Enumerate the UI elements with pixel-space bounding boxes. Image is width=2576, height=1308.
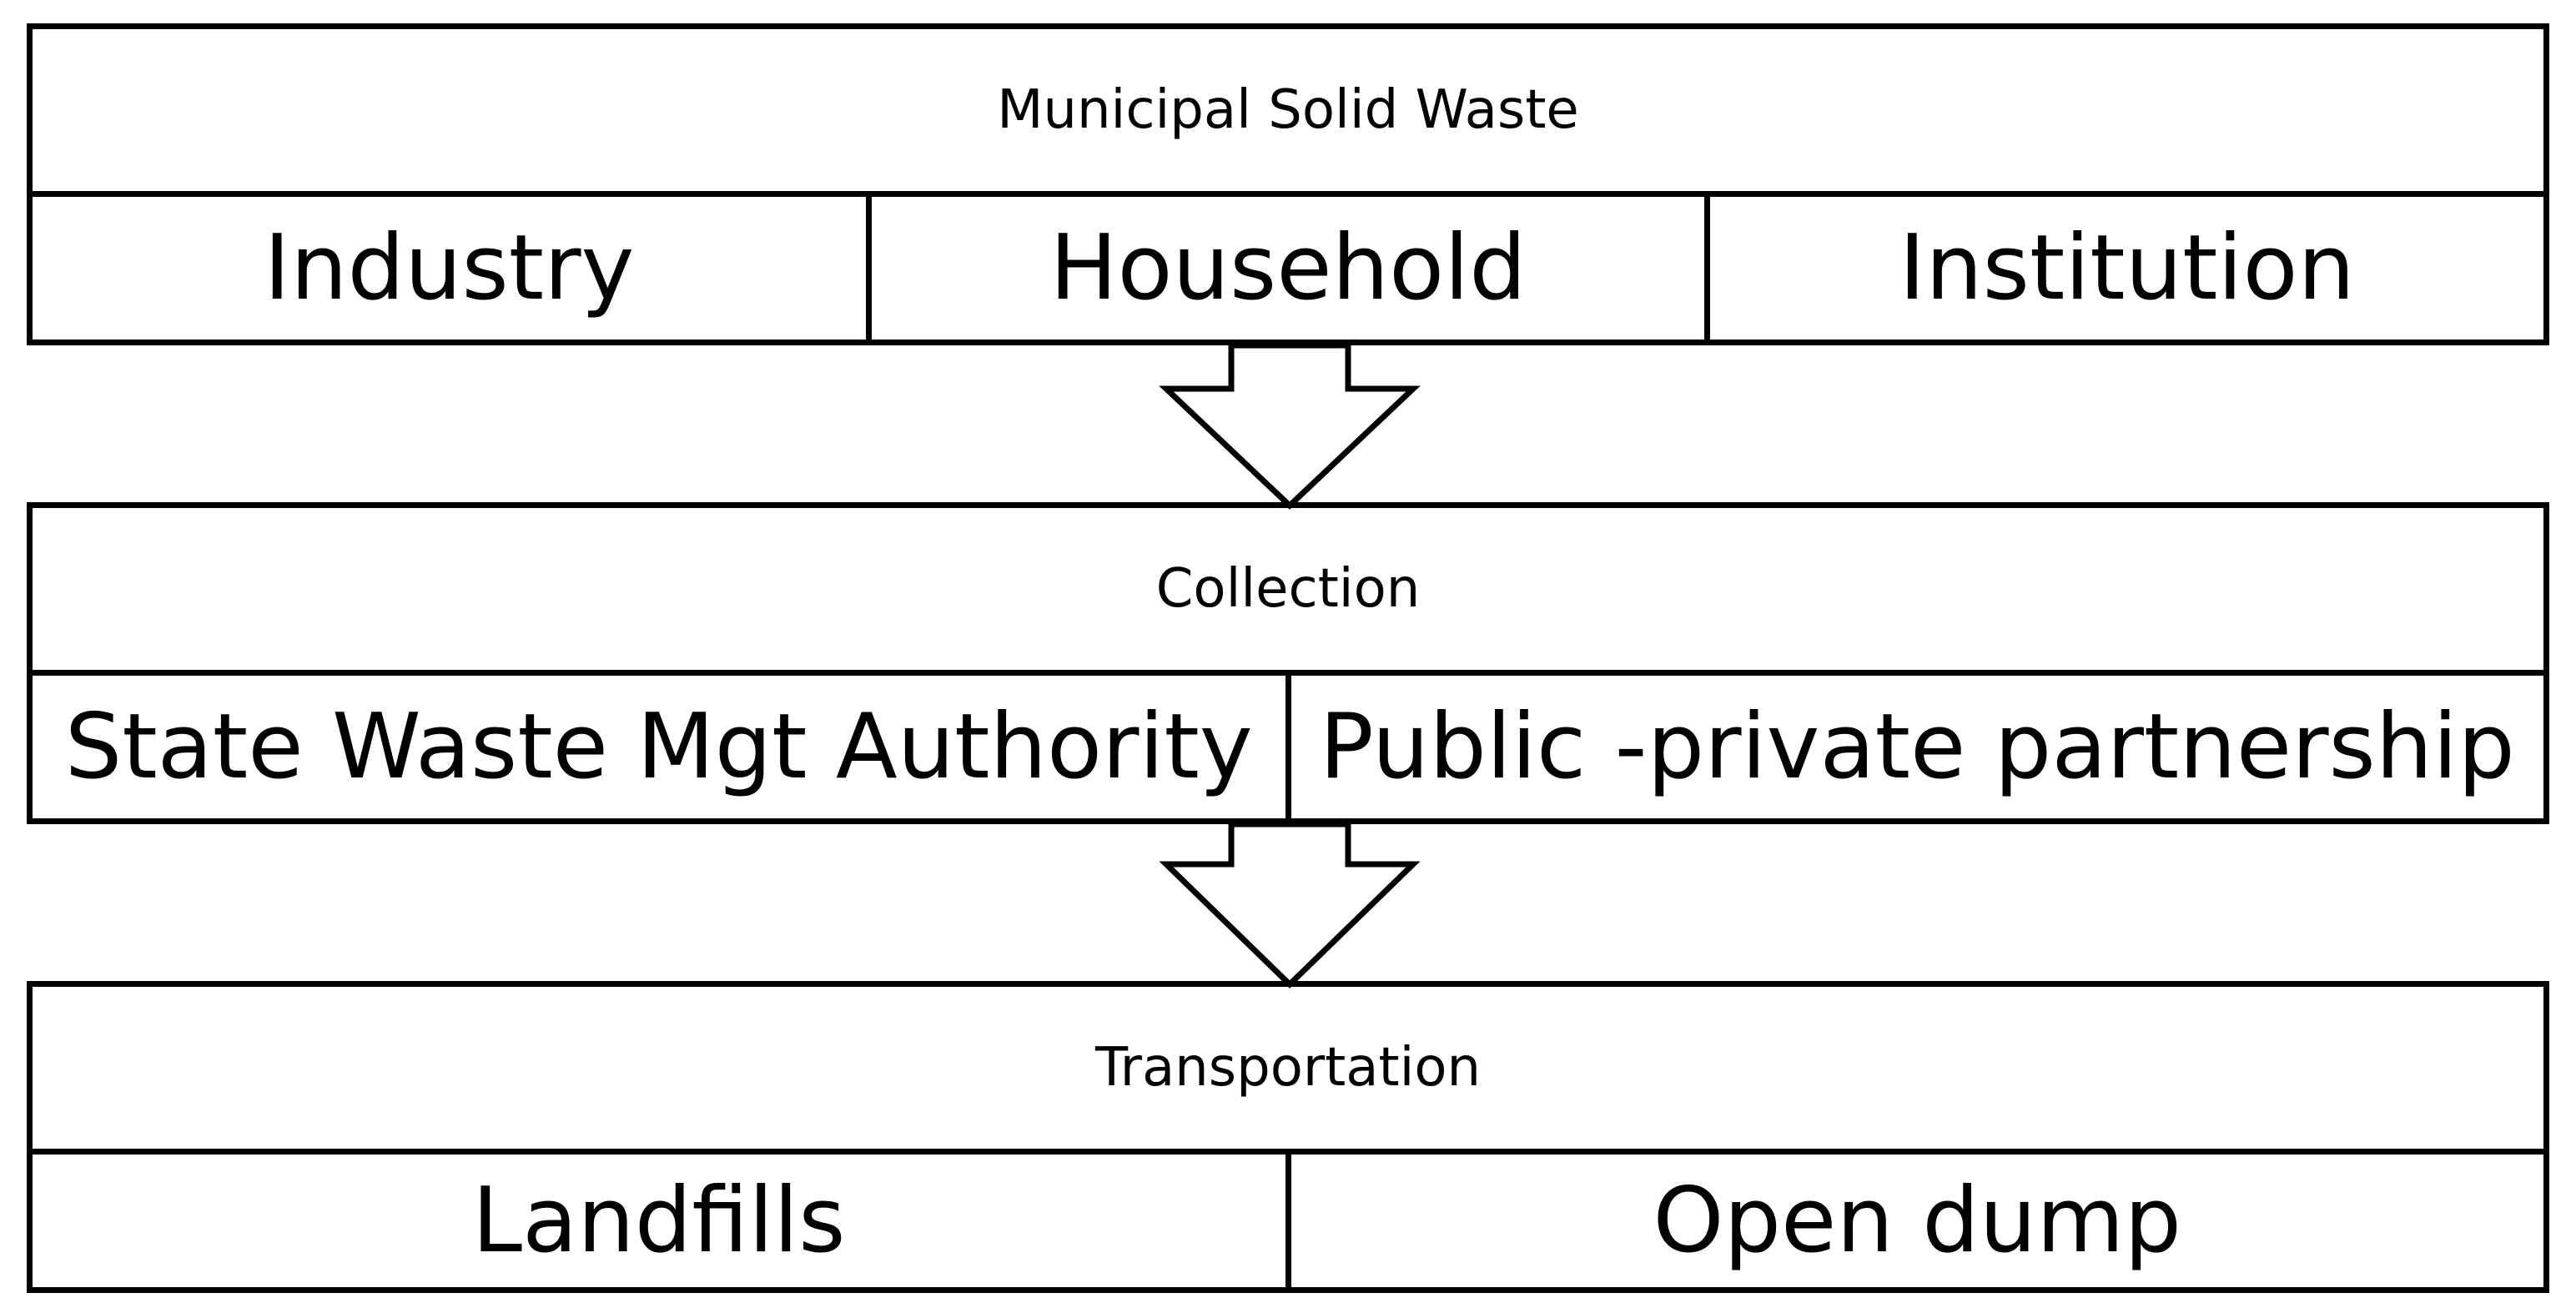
source-industry: Industry: [264, 216, 635, 320]
sources-row: Industry Household Institution: [33, 197, 2543, 340]
municipal-solid-waste-block: Municipal Solid Waste Industry Household…: [27, 23, 2549, 345]
block-title-collection: Collection: [33, 508, 2543, 676]
destination-landfills: Landfills: [471, 1169, 846, 1273]
block-title-transportation: Transportation: [33, 987, 2543, 1155]
collector-state-waste-mgt-authority: State Waste Mgt Authority: [64, 695, 1253, 799]
block-title-municipal-solid-waste: Municipal Solid Waste: [33, 29, 2543, 197]
transportation-block: Transportation Landfills Open dump: [27, 981, 2549, 1293]
collection-block: Collection State Waste Mgt Authority Pub…: [27, 502, 2549, 824]
down-arrow-icon: [1159, 342, 1421, 510]
destinations-row: Landfills Open dump: [33, 1155, 2543, 1287]
destination-open-dump: Open dump: [1285, 1155, 2544, 1287]
source-institution: Institution: [1704, 197, 2543, 340]
collectors-row: State Waste Mgt Authority Public -privat…: [33, 676, 2543, 818]
source-household: Household: [865, 197, 1705, 340]
collector-public-private-partnership: Public -private partnership: [1285, 676, 2544, 818]
down-arrow-icon: [1159, 821, 1421, 989]
